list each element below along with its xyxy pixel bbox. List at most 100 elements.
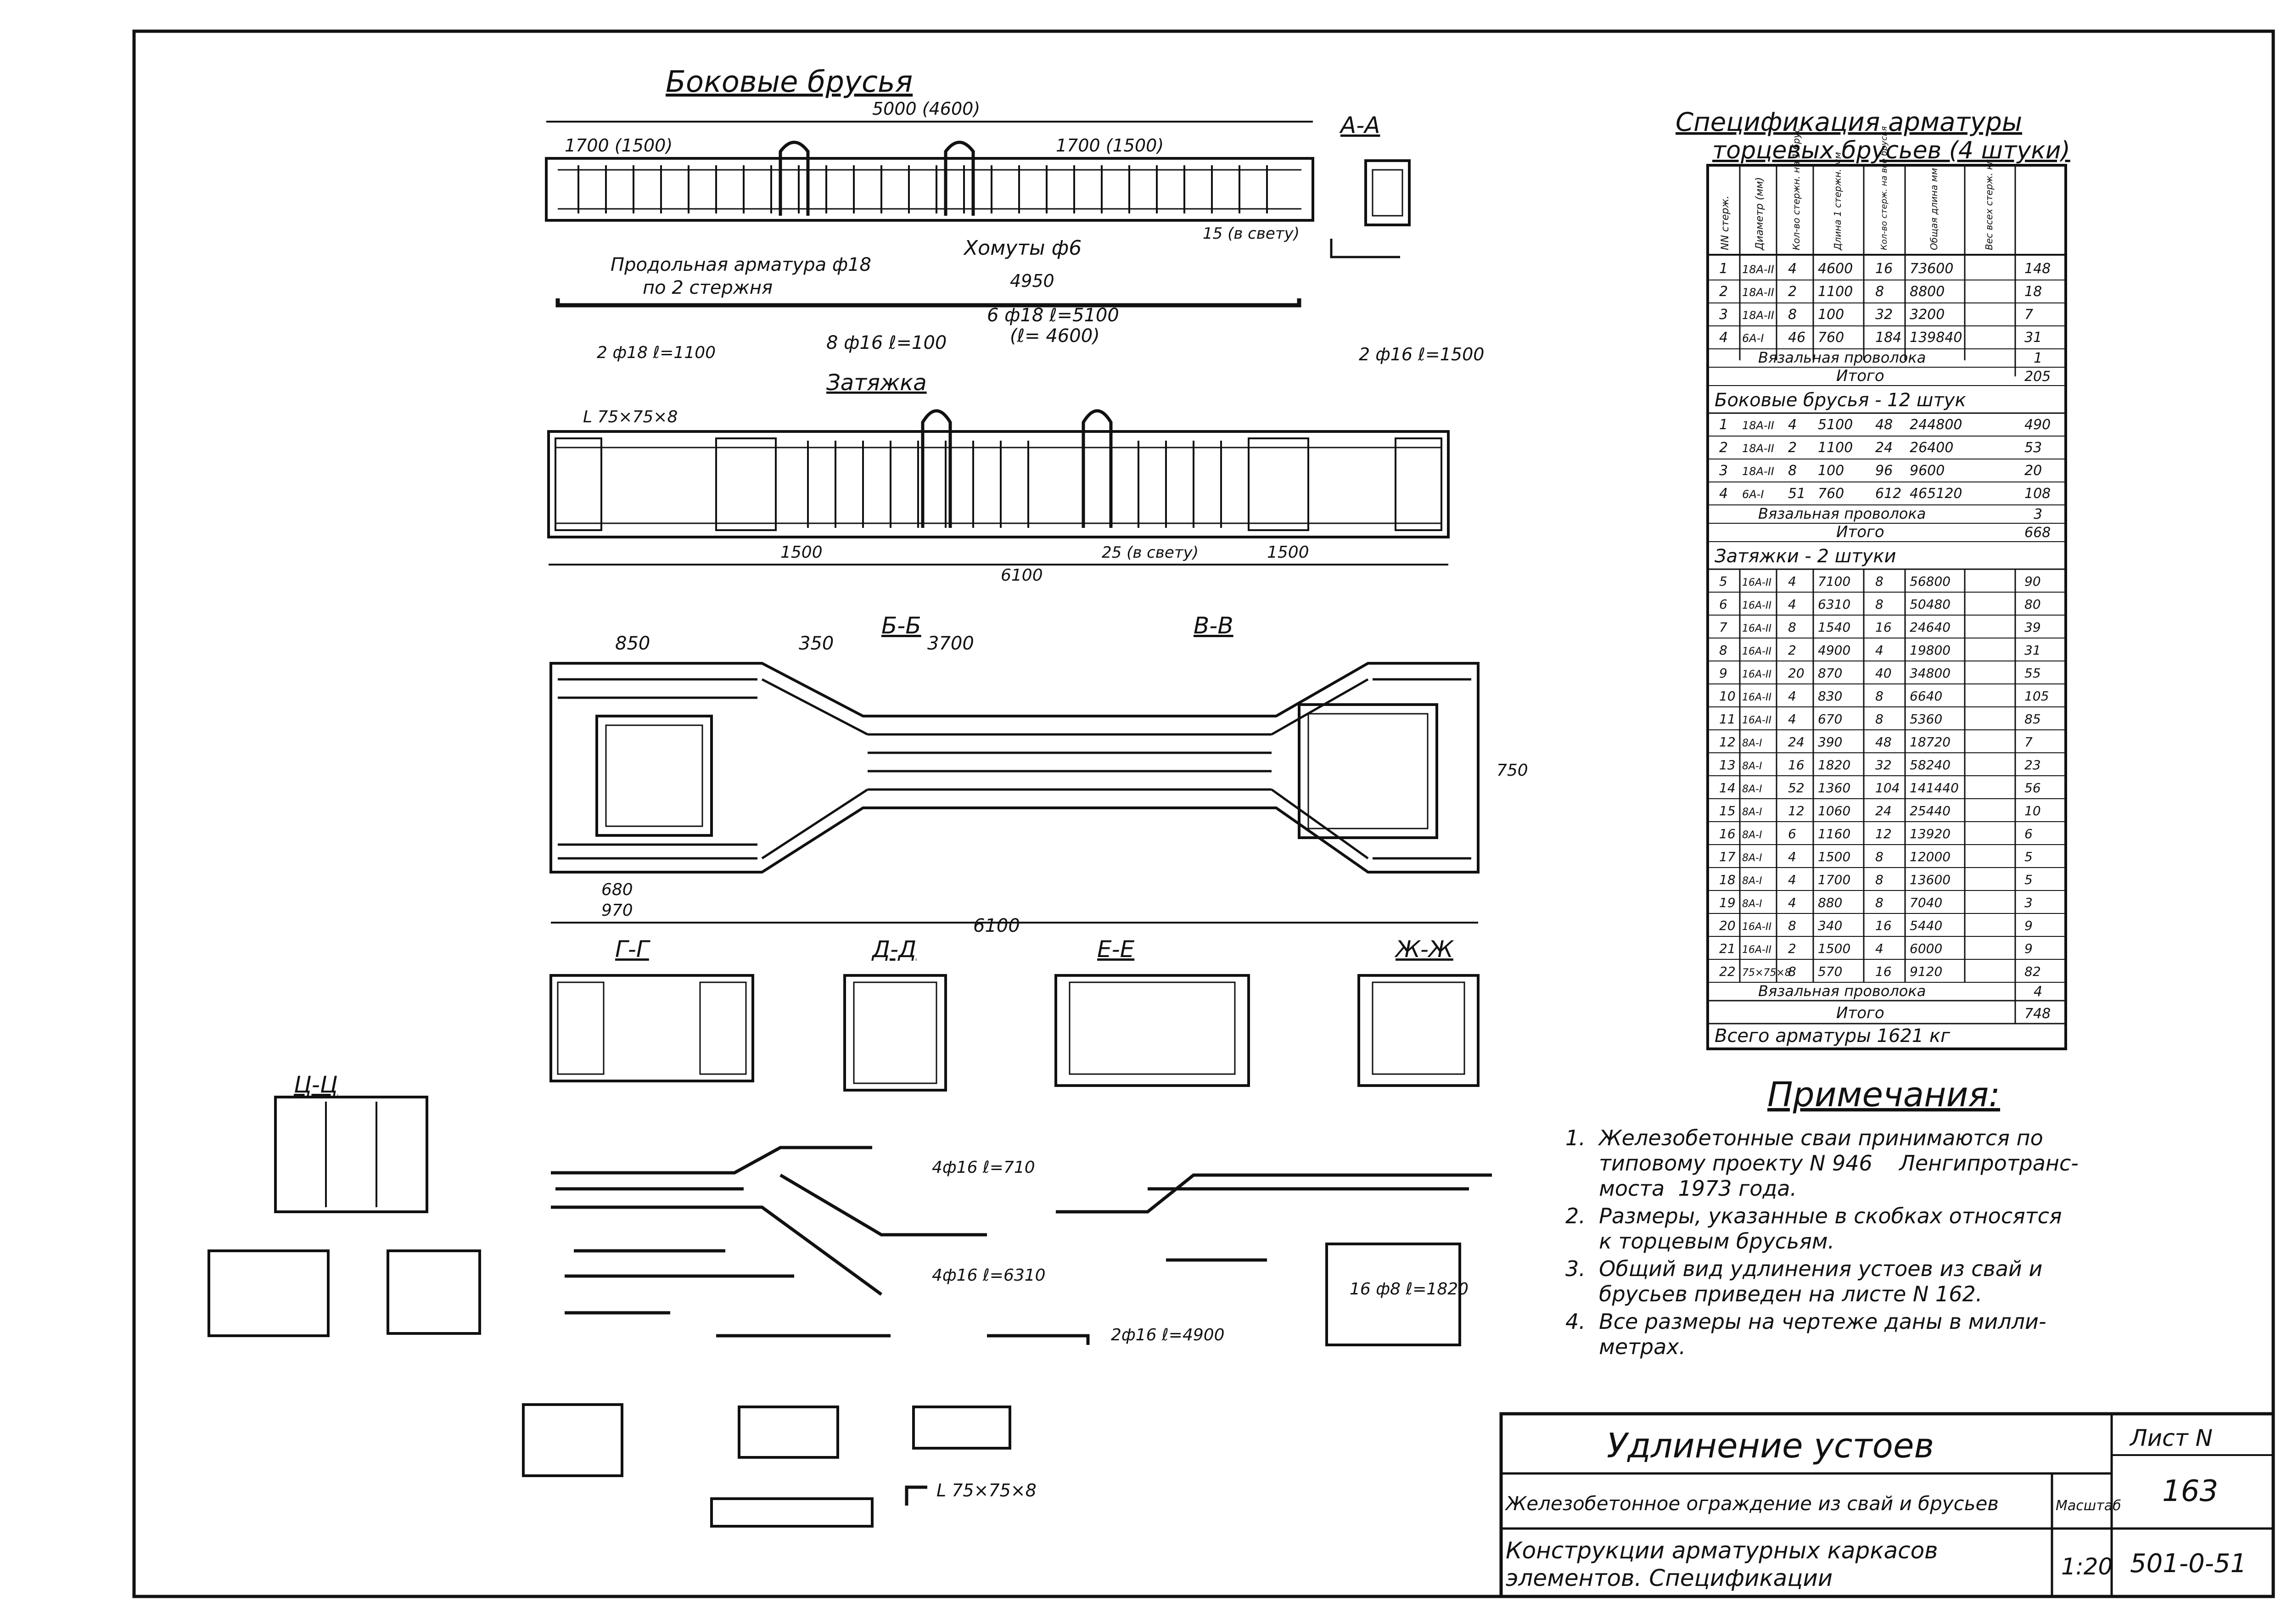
spec-cell: 12 [1875,826,1892,841]
grand-total: Всего арматуры 1621 кг [1715,1025,1951,1047]
spec-cell: 5440 [1910,918,1942,933]
side-beams-title: Боковые брусья [666,65,913,99]
section-ee-label: Е-Е [1097,936,1135,963]
g2-total: Итого [1836,523,1884,541]
spec-cell: 4900 [1818,643,1850,658]
longitudinal-rebar-label: Продольная арматура ф18 [611,254,871,275]
g1-r1-c5: 8800 [1910,284,1945,300]
spec-cell: 58240 [1910,757,1951,773]
spec-cell: 80 [2024,597,2041,612]
spec-cell: 24640 [1910,620,1951,635]
spec-cell: 75×75×8 [1742,967,1791,979]
spec-cell: 8А-I [1742,898,1762,910]
dim-6100-plan: 6100 [973,915,1020,936]
spec-cell: 8А-I [1742,875,1762,887]
section-zhzh-label: Ж-Ж [1394,936,1454,963]
g1-r0-c4: 16 [1875,261,1893,277]
clear-25: 25 (в свету) [1102,543,1199,562]
spec-cell: 82 [2024,964,2041,979]
g1-r1-c6: 18 [2024,284,2042,300]
g2-r2-c5: 9600 [1910,463,1945,479]
g2-total-val: 668 [2024,525,2051,541]
tie-elevation: Затяжка L 75×75×8 1500 25 (в свету) 1500… [547,370,1450,585]
spec-cell: 16А-II [1742,646,1771,657]
spec-cell: 5360 [1910,711,1942,727]
note-line-3: 2. Размеры, указанные в скобках относятс… [1565,1204,2062,1228]
g2-r2-c0: 3 [1719,463,1728,479]
g2-r2-c6: 20 [2024,463,2042,479]
spec-cell: 85 [2024,711,2041,727]
spec-cell: 9 [1719,666,1727,681]
spec-cell: 7100 [1818,574,1850,589]
spec-header-4: Кол-во стерж. на все брусья [1879,126,1889,250]
spec-cell: 16А-II [1742,600,1771,611]
spec-cell: 1360 [1818,780,1850,795]
spec-cell: 8 [1788,918,1796,933]
spec-cell: 90 [2024,574,2041,589]
spec-cell: 4 [1788,872,1796,887]
g1-wire: Вязальная проволока [1758,349,1926,366]
g1-r3-c4: 184 [1875,330,1901,346]
project-code: 501-0-51 [2130,1549,2247,1579]
spec-cell: 670 [1818,711,1842,727]
spec-cell: 1160 [1818,826,1850,841]
spec-cell: 16 [1875,964,1892,979]
g2-r1-c1: 18А-II [1742,442,1774,455]
dim-350: 350 [799,633,834,654]
spec-cell: 6 [2024,826,2033,841]
spec-cell: 4 [1788,689,1796,704]
g2-r0-c6: 490 [2024,417,2051,433]
spec-cell: 16А-II [1742,715,1771,726]
stirrups-label: Хомуты ф6 [963,236,1082,260]
spec-cell: 19 [1719,895,1736,910]
spec-cell: 4 [1788,895,1796,910]
main-title: Удлинение устоев [1607,1426,1934,1466]
spec-cell: 8 [1875,895,1883,910]
spec-cell: 8А-I [1742,806,1762,818]
spec-cell: 2 [1788,941,1796,956]
dim-1700-left: 1700 (1500) [565,135,673,156]
g2-r1-c3: 1100 [1818,440,1853,456]
spec-header-3: Длина 1 стержн. мм [1832,152,1843,251]
g1-total: Итого [1836,367,1884,385]
bar-8f16: 8 ф16 ℓ=100 [826,332,947,353]
spec-cell: 16 [1875,918,1892,933]
spec-cell: 8 [1875,849,1883,864]
g2-r3-c0: 4 [1719,486,1728,502]
g1-r2-c5: 3200 [1910,307,1945,323]
dim-4950: 4950 [1010,271,1054,291]
spec-cell: 16А-II [1742,669,1771,680]
spec-cell: 24 [1788,734,1805,750]
note-line-5: 3. Общий вид удлинения устоев из свай и [1565,1256,2042,1281]
spec-cell: 4 [1875,643,1883,658]
spec-cell: 15 [1719,803,1736,818]
bar-4f16-a: 4ф16 ℓ=710 [932,1158,1035,1177]
g1-r0-c2: 4 [1788,261,1797,277]
spec-cell: 31 [2024,643,2041,658]
spec-cell: 8 [1788,620,1796,635]
g3-wire-val: 4 [2034,984,2042,1000]
spec-header-6: Вес всех стерж. кг [1984,159,1995,250]
g2-wire: Вязальная проволока [1758,505,1926,522]
spec-cell: 12 [1788,803,1805,818]
g1-r2-c3: 100 [1818,307,1844,323]
spec-cell: 7040 [1910,895,1942,910]
g1-r3-c0: 4 [1719,330,1728,346]
spec-cell: 4 [1788,711,1796,727]
spec-cell: 11 [1719,711,1736,727]
g1-r0-c1: 18А-II [1742,263,1774,276]
spec-cell: 880 [1818,895,1842,910]
g1-r0-c3: 4600 [1818,261,1853,277]
spec-cell: 570 [1818,964,1842,979]
note-line-2: моста 1973 года. [1565,1176,1797,1201]
spec-header-2: Кол-во стержн. на 1 брус [1791,128,1802,250]
spec-cell: 16А-II [1742,921,1771,933]
spec-cell: 8 [1719,643,1727,658]
g3-total-val: 748 [2024,1006,2051,1022]
g1-wire-val: 1 [2034,350,2042,366]
angle-label-top: L 75×75×8 [583,408,678,426]
spec-cell: 18720 [1910,734,1951,750]
g2-r0-c1: 18А-II [1742,419,1774,432]
spec-cell: 9 [2024,918,2033,933]
